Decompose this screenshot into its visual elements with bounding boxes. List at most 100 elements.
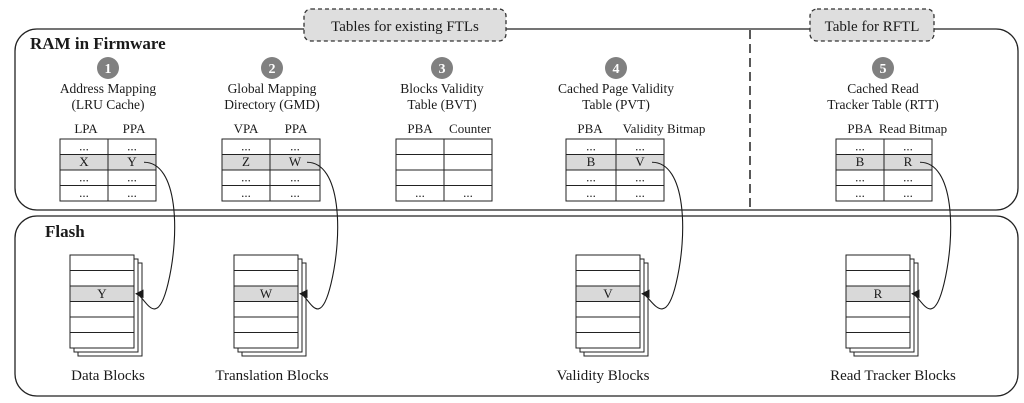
table-badge-number: 2 — [269, 62, 276, 77]
table-cell — [443, 169, 493, 186]
table-cell-value: Y — [127, 154, 137, 169]
table-cell-value: ... — [127, 139, 137, 154]
block-page — [233, 301, 299, 318]
block-page — [845, 270, 911, 287]
block-page — [575, 270, 641, 287]
ram-region-title: RAM in Firmware — [30, 34, 166, 53]
flash-block-stack-1: Y Data Blocks — [69, 254, 145, 384]
table-cell — [269, 185, 321, 202]
block-page — [575, 332, 641, 349]
table-cell — [107, 185, 157, 202]
block-page — [69, 332, 135, 349]
mapping-arrow — [134, 161, 176, 310]
block-page — [233, 316, 299, 333]
table-cell-value: ... — [127, 185, 137, 200]
table-cell-value: ... — [79, 170, 89, 185]
table-cell-value: ... — [127, 170, 137, 185]
table-cell-value: ... — [79, 139, 89, 154]
table-cell — [395, 169, 445, 186]
table-cell-value: Z — [242, 154, 250, 169]
table-cell-value: ... — [855, 170, 865, 185]
table-cell-value: ... — [79, 185, 89, 200]
table-title-line2: (LRU Cache) — [71, 97, 144, 112]
block-page — [845, 316, 911, 333]
table-cell-value: ... — [855, 185, 865, 200]
table-badge-circle — [872, 57, 894, 79]
tag-rftl — [809, 8, 935, 42]
block-page — [845, 301, 911, 318]
table-title-line1: Address Mapping — [60, 81, 157, 96]
block-page-value: W — [260, 286, 273, 301]
table-cell-value: ... — [290, 139, 300, 154]
table-cell-value: ... — [635, 185, 645, 200]
block-stack-label: Read Tracker Blocks — [830, 368, 956, 384]
table-title-line1: Cached Page Validity — [558, 81, 674, 96]
block-stack-label: Data Blocks — [71, 368, 145, 384]
table-cell — [615, 185, 665, 202]
table-badge-number: 3 — [439, 62, 446, 77]
flash-block-stack-2: W Translation Blocks — [215, 254, 329, 384]
tag-rftl-text: Table for RFTL — [825, 19, 920, 35]
block-page — [69, 316, 135, 333]
table-cell — [395, 154, 445, 171]
table-col1-header: LPA — [74, 121, 98, 136]
table-col2-header: Read Bitmap — [879, 121, 947, 136]
table-title-line2: Table (PVT) — [582, 97, 650, 112]
block-page — [69, 270, 135, 287]
table-cell-value: ... — [415, 185, 425, 200]
table-col1-header: PBA — [847, 121, 873, 136]
flash-block-stack-4: R Read Tracker Blocks — [830, 254, 956, 384]
table-col2-header: PPA — [285, 121, 308, 136]
table-cell-value: ... — [241, 170, 251, 185]
table-cell — [883, 185, 933, 202]
table-badge-circle — [431, 57, 453, 79]
table-cell-value: ... — [241, 139, 251, 154]
table-cell-value: ... — [241, 185, 251, 200]
tag-existing-ftls-text: Tables for existing FTLs — [331, 19, 479, 35]
flash-region — [14, 215, 1019, 397]
block-page-value: Y — [97, 286, 107, 301]
block-page-value: R — [874, 286, 883, 301]
table-cell-value: ... — [290, 185, 300, 200]
table-cell-value: B — [587, 154, 596, 169]
table-cell-value: ... — [586, 139, 596, 154]
table-title-line1: Cached Read — [847, 81, 919, 96]
block-stack-label: Translation Blocks — [215, 368, 328, 384]
table-badge-number: 1 — [105, 62, 112, 77]
mapping-arrow — [298, 161, 339, 310]
table-title-line1: Global Mapping — [228, 81, 317, 96]
table-cell — [395, 138, 445, 155]
block-page — [69, 254, 135, 271]
table-title-line2: Tracker Table (RTT) — [827, 97, 938, 112]
table-cell-value: X — [79, 154, 89, 169]
block-page — [233, 332, 299, 349]
tag-existing-ftls — [303, 8, 507, 42]
block-page — [69, 301, 135, 318]
table-cell-value: R — [904, 154, 913, 169]
table-cell-value: ... — [290, 170, 300, 185]
table-cell-value: ... — [903, 185, 913, 200]
table-col2-header: PPA — [123, 121, 146, 136]
block-stack-label: Validity Blocks — [557, 368, 650, 384]
table-badge-number: 4 — [613, 62, 620, 77]
table-cell-value: ... — [586, 170, 596, 185]
table-col2-header: Validity Bitmap — [623, 121, 706, 136]
block-page — [845, 332, 911, 349]
table-cell — [443, 154, 493, 171]
table-cell-value: B — [856, 154, 865, 169]
block-page — [233, 254, 299, 271]
table-cell-value: ... — [903, 139, 913, 154]
table-cell-value: W — [289, 154, 302, 169]
table-cell-value: V — [635, 154, 645, 169]
table-badge-circle — [97, 57, 119, 79]
block-page — [575, 316, 641, 333]
table-cell-value: ... — [586, 185, 596, 200]
table-cell-value: ... — [855, 139, 865, 154]
